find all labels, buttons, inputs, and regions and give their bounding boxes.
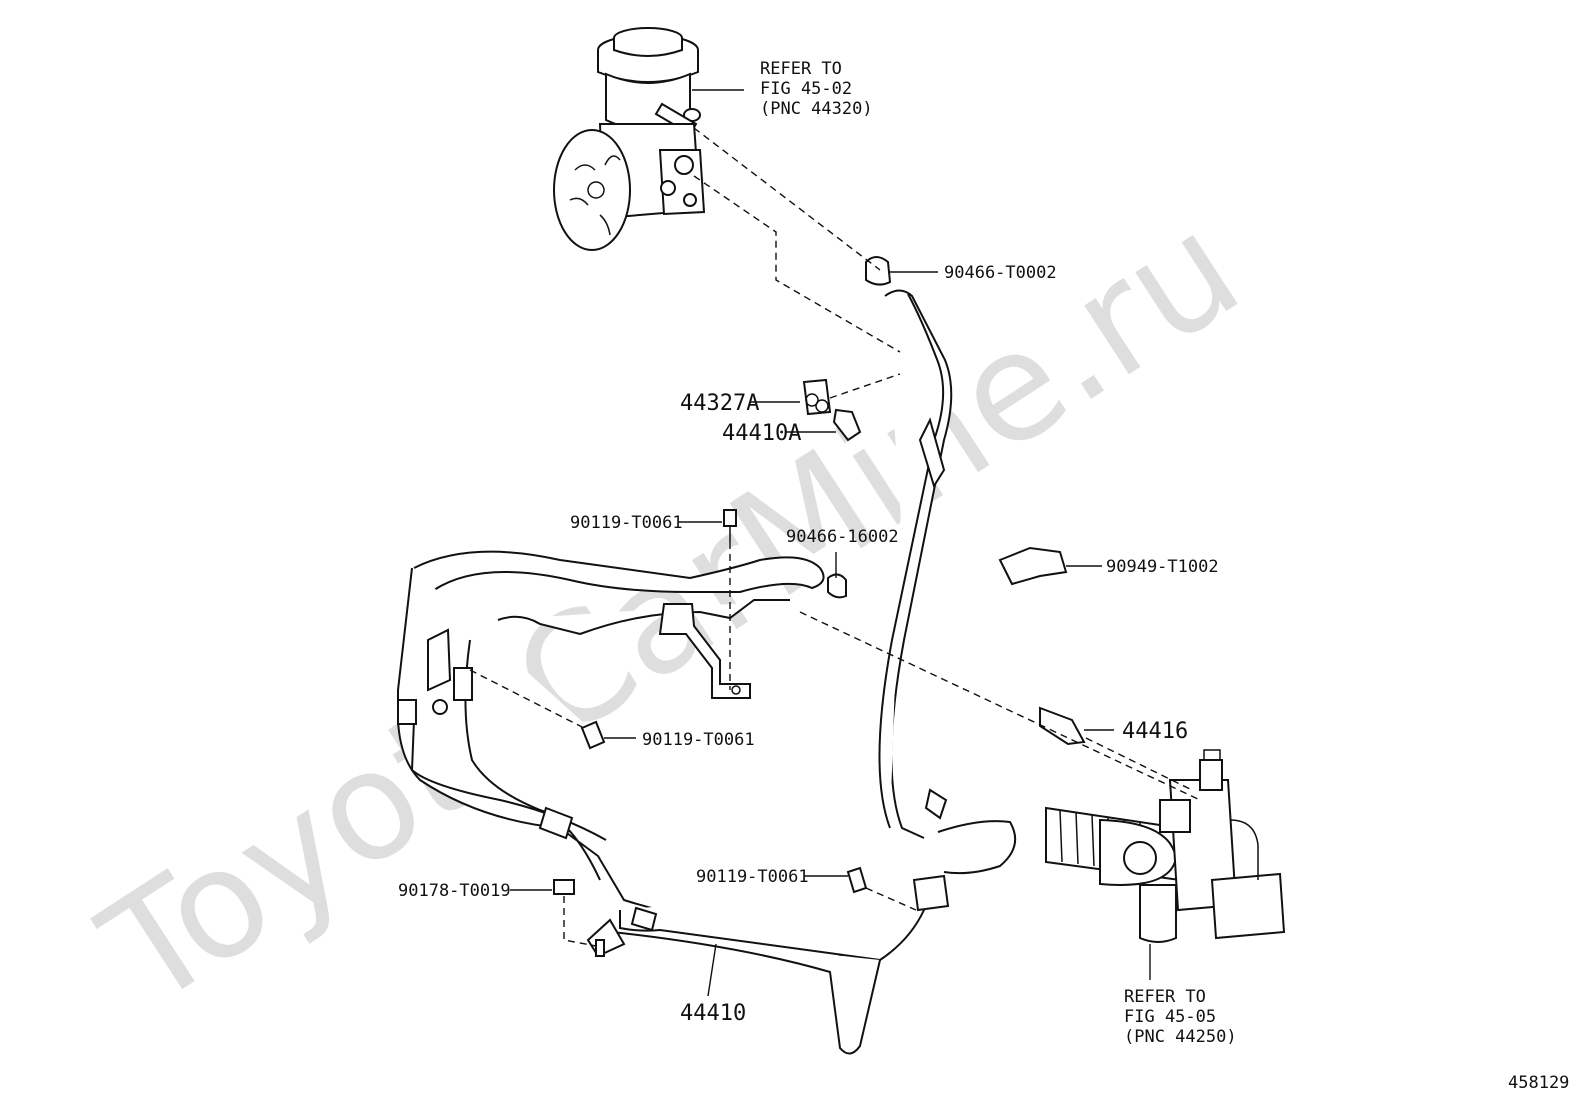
pressure-feed-hose (397, 289, 1017, 1055)
label-clip-right: 90949-T1002 (1106, 557, 1219, 577)
gear-ref-line2: FIG 45-05 (1124, 1007, 1216, 1027)
pump-ref-line1: REFER TO (760, 59, 842, 79)
union-bolt (832, 408, 862, 442)
label-44416: 44416 (1122, 719, 1188, 744)
steering-gear (1045, 749, 1286, 943)
gear-ref-line3: (PNC 44250) (1124, 1027, 1237, 1047)
label-44410a: 44410A (722, 421, 801, 446)
label-nut: 90178-T0019 (398, 881, 511, 901)
assembly-lines (469, 127, 1201, 947)
label-bolt-mid: 90119-T0061 (642, 730, 755, 750)
label-44410: 44410 (680, 1001, 746, 1026)
label-44327a: 44327A (680, 391, 759, 416)
bolt-top (723, 509, 737, 527)
hose-clip (998, 546, 1068, 586)
label-bolt-low: 90119-T0061 (696, 867, 809, 887)
part-labels: REFER TO FIG 45-02 (PNC 44320) 90466-T00… (398, 59, 1569, 1093)
label-clamp-mid: 90466-16002 (786, 527, 899, 547)
clamp-top (865, 256, 892, 286)
nut (553, 879, 575, 895)
pump-ref-line3: (PNC 44320) (760, 99, 873, 119)
pump-ref-line2: FIG 45-02 (760, 79, 852, 99)
union-fitting (1039, 706, 1086, 746)
leader-lines (510, 89, 1151, 997)
label-bolt-top: 90119-T0061 (570, 513, 683, 533)
small-parts (553, 256, 1086, 957)
diagram-id: 458129 (1508, 1073, 1569, 1093)
label-clamp-top: 90466-T0002 (944, 263, 1057, 283)
bolt-mid (580, 720, 606, 750)
gear-ref-line1: REFER TO (1124, 987, 1206, 1007)
clamp-mid (827, 573, 847, 599)
power-steering-pump (553, 27, 706, 251)
